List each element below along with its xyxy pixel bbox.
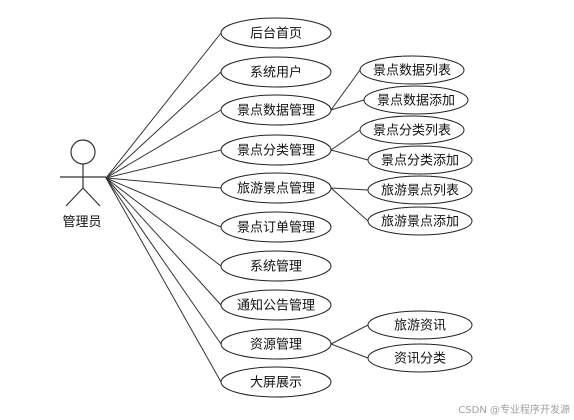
use-case-label: 景点分类列表 — [373, 124, 451, 139]
use-case-ellipse — [220, 17, 332, 49]
use-case-ellipse — [220, 366, 332, 398]
use-case-resource[interactable]: 资源管理 — [220, 328, 332, 360]
sub-use-case-travel-info[interactable]: 旅游资讯 — [367, 310, 473, 340]
association-line — [105, 177, 222, 345]
use-case-label: 通知公告管理 — [237, 298, 315, 314]
use-case-home[interactable]: 后台首页 — [220, 17, 332, 49]
association-line — [105, 177, 222, 383]
extend-line — [330, 69, 361, 111]
use-case-label: 资讯分类 — [394, 352, 446, 367]
use-case-sys-manage[interactable]: 系统管理 — [220, 250, 332, 282]
use-case-sys-user[interactable]: 系统用户 — [220, 56, 332, 88]
use-case-label: 旅游资讯 — [394, 319, 446, 334]
use-case-label: 景点数据列表 — [373, 64, 451, 79]
extend-line — [330, 187, 369, 222]
sub-use-case-travel-spot-list[interactable]: 旅游景点列表 — [367, 175, 473, 205]
sub-use-case-travel-spot-add[interactable]: 旅游景点添加 — [367, 206, 473, 236]
use-case-label: 景点数据管理 — [237, 104, 315, 119]
use-case-ellipse — [220, 94, 332, 126]
actor-head-icon — [70, 139, 96, 165]
use-case-label: 景点订单管理 — [237, 221, 315, 236]
use-case-travel-spot[interactable]: 旅游景点管理 — [220, 172, 332, 204]
use-case-ellipse — [367, 145, 473, 175]
use-case-label: 旅游景点列表 — [381, 184, 459, 199]
use-case-spot-order[interactable]: 景点订单管理 — [220, 211, 332, 243]
use-case-ellipse — [367, 175, 473, 205]
actor-admin: 管理员 — [60, 139, 106, 230]
association-line — [105, 109, 222, 179]
use-case-ellipse — [367, 343, 473, 373]
association-line — [105, 71, 222, 179]
use-case-label: 景点分类管理 — [237, 144, 315, 159]
use-case-ellipse — [220, 289, 332, 321]
extend-line — [330, 343, 369, 359]
use-case-ellipse — [220, 172, 332, 204]
association-line — [105, 177, 222, 228]
use-case-label: 系统用户 — [250, 65, 302, 81]
sub-use-case-spot-data-add[interactable]: 景点数据添加 — [363, 85, 469, 115]
use-case-ellipse — [367, 310, 473, 340]
association-lines — [105, 32, 369, 383]
use-case-ellipse — [220, 134, 332, 166]
sub-use-case-spot-category-list[interactable]: 景点分类列表 — [359, 115, 465, 145]
use-case-label: 旅游景点管理 — [237, 182, 315, 197]
use-case-spot-data[interactable]: 景点数据管理 — [220, 94, 332, 126]
association-line — [105, 32, 222, 179]
use-case-spot-category[interactable]: 景点分类管理 — [220, 134, 332, 166]
use-case-ellipse — [363, 85, 469, 115]
actor-left-leg-icon — [65, 187, 84, 207]
use-case-label: 景点数据添加 — [377, 94, 455, 109]
use-case-ellipse — [220, 56, 332, 88]
association-line — [105, 177, 222, 267]
use-case-big-screen[interactable]: 大屏展示 — [220, 366, 332, 398]
use-case-ellipse — [220, 328, 332, 360]
use-case-ellipse — [220, 211, 332, 243]
extend-line — [330, 99, 365, 111]
use-case-label: 旅游景点添加 — [381, 215, 459, 230]
use-case-notice[interactable]: 通知公告管理 — [220, 289, 332, 321]
use-case-label: 景点分类添加 — [381, 154, 459, 169]
sub-use-case-spot-data-list[interactable]: 景点数据列表 — [359, 55, 465, 85]
extend-line — [330, 129, 361, 151]
association-line — [105, 177, 222, 189]
use-case-ellipse — [367, 206, 473, 236]
extend-line — [330, 187, 369, 191]
use-case-label: 大屏展示 — [250, 376, 302, 391]
association-line — [105, 149, 222, 179]
actor-right-leg-icon — [82, 187, 101, 207]
sub-use-case-info-category[interactable]: 资讯分类 — [367, 343, 473, 373]
use-case-label: 后台首页 — [250, 27, 302, 42]
use-case-label: 系统管理 — [250, 260, 302, 275]
use-case-ellipse — [359, 55, 465, 85]
use-case-nodes: 后台首页系统用户景点数据管理景点分类管理旅游景点管理景点订单管理系统管理通知公告… — [220, 17, 473, 398]
sub-use-case-spot-category-add[interactable]: 景点分类添加 — [367, 145, 473, 175]
watermark-text: CSDN @专业程序开发源 — [458, 403, 570, 416]
use-case-ellipse — [220, 250, 332, 282]
actor-label: 管理员 — [62, 215, 101, 230]
extend-line — [330, 149, 369, 161]
use-case-ellipse — [359, 115, 465, 145]
extend-line — [330, 324, 369, 345]
association-line — [105, 177, 222, 306]
use-case-label: 资源管理 — [250, 338, 302, 353]
